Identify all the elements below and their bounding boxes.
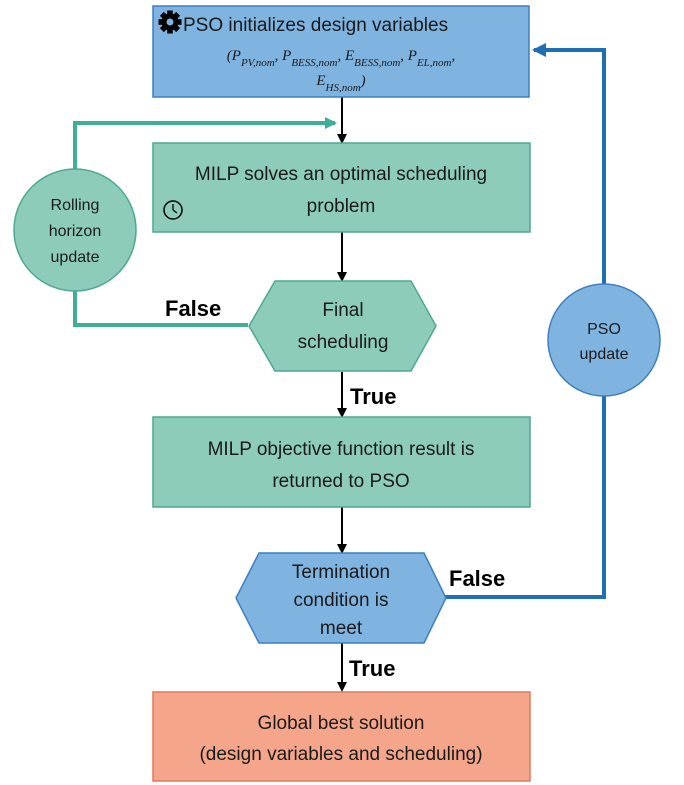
termination-line2: condition is xyxy=(293,590,388,611)
termination-line3: meet xyxy=(320,618,363,639)
termination-line1: Termination xyxy=(292,562,390,583)
milp-result-line2: returned to PSO xyxy=(272,471,409,492)
node-milp-result: MILP objective function result is return… xyxy=(152,416,531,508)
label-final-true: True xyxy=(350,384,396,409)
milp-solve-line2: problem xyxy=(307,196,376,217)
pso-update-line1: PSO xyxy=(587,321,621,338)
node-final-scheduling: Final scheduling xyxy=(248,280,437,372)
global-best-line2: (design variables and scheduling) xyxy=(199,744,482,765)
node-pso-init: PSO initializes design variables (PPV,no… xyxy=(152,5,530,98)
node-pso-update: PSO update xyxy=(547,283,661,397)
label-term-false: False xyxy=(449,566,505,591)
node-global-best: Global best solution (design variables a… xyxy=(152,691,531,782)
pso-update-line2: update xyxy=(580,346,629,363)
milp-solve-line1: MILP solves an optimal scheduling xyxy=(195,164,487,185)
rolling-line2: horizon xyxy=(49,223,101,240)
node-termination: Termination condition is meet xyxy=(235,552,447,644)
gear-icon xyxy=(158,10,182,34)
pso-init-vars-line1: (PPV,nom, PBESS,nom, EBESS,nom, PEL,nom, xyxy=(227,48,455,69)
global-best-line1: Global best solution xyxy=(258,713,425,734)
rolling-line1: Rolling xyxy=(51,197,100,214)
label-final-false: False xyxy=(165,296,221,321)
pso-init-title: PSO initializes design variables xyxy=(183,15,448,36)
rolling-line3: update xyxy=(51,249,100,266)
final-scheduling-line1: Final xyxy=(322,300,363,321)
label-term-true: True xyxy=(349,656,395,681)
pso-init-vars-line2: EHS,nom) xyxy=(315,73,365,94)
milp-result-line1: MILP objective function result is xyxy=(208,439,475,460)
final-scheduling-line2: scheduling xyxy=(298,332,389,353)
node-rolling-horizon: Rolling horizon update xyxy=(13,168,137,292)
clock-icon xyxy=(163,200,183,220)
node-milp-solve: MILP solves an optimal scheduling proble… xyxy=(152,142,531,233)
